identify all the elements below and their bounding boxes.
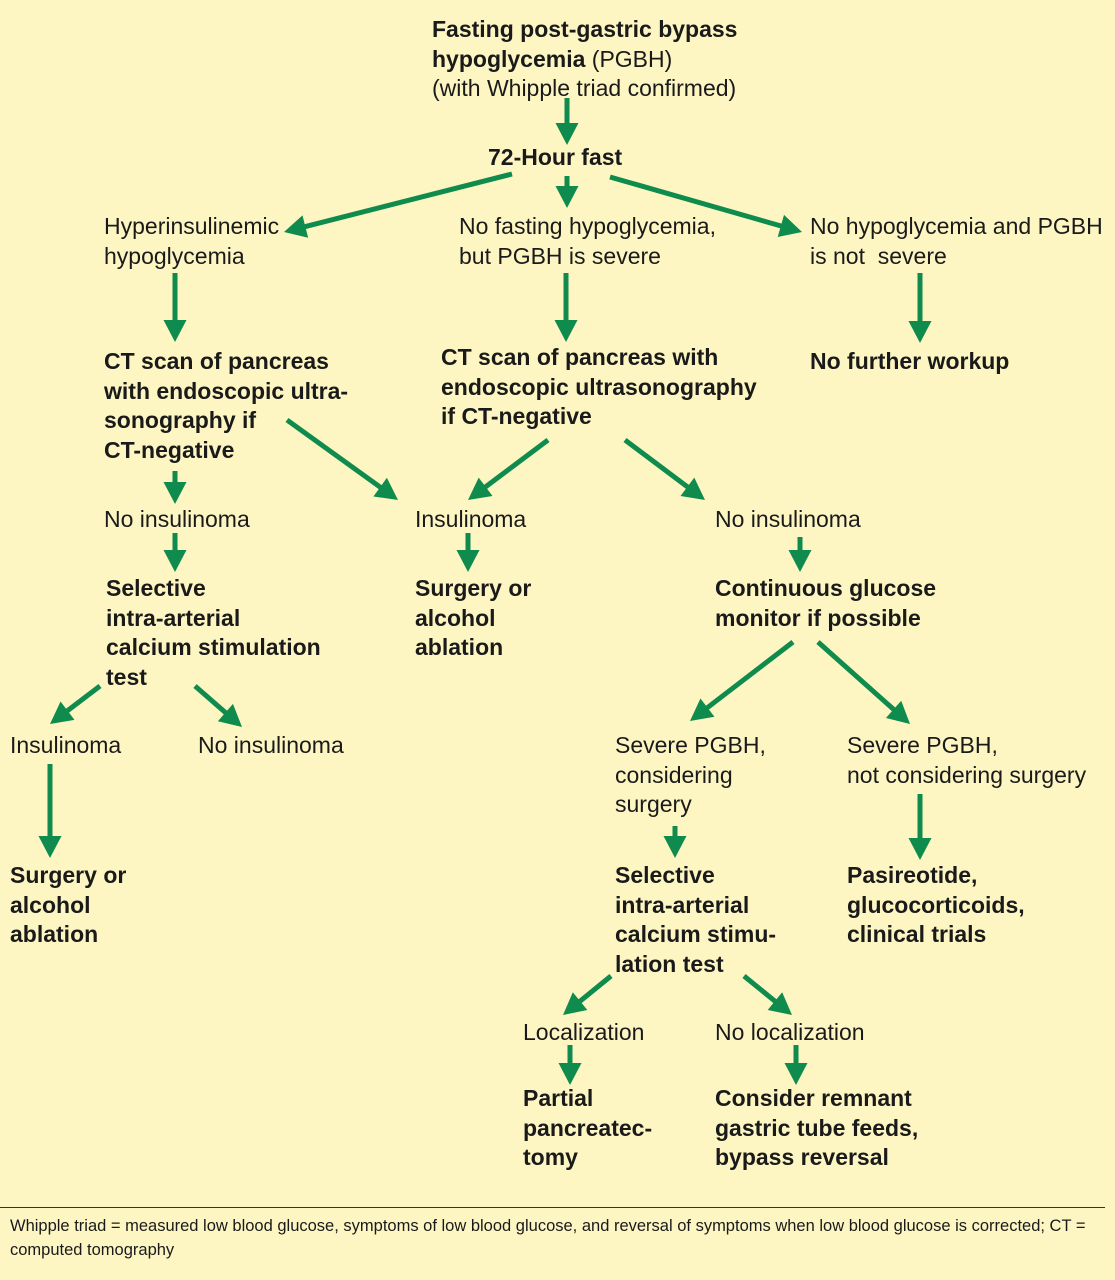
arrow-insulinoma-to-surgery-left: [38, 764, 62, 858]
arrow-no-hypo-to-no-further: [908, 273, 932, 343]
node-ct-scan-middle: CT scan of pancreas with endoscopic ultr…: [441, 344, 757, 429]
node-no-fasting-hypoglycemia: No fasting hypoglycemia, but PGBH is sev…: [459, 213, 716, 269]
arrow-sacst-to-no-localization: [742, 974, 792, 1015]
title-rest: (PGBH) (with Whipple triad confirmed): [432, 45, 737, 102]
arrow-no-insulinoma-to-cgm: [788, 537, 812, 572]
node-partial-pancreatectomy: Partial pancreatec- tomy: [523, 1085, 653, 1170]
node-no-localization: No localization: [715, 1019, 865, 1045]
node-surgery-middle: Surgery or alcohol ablation: [415, 575, 532, 660]
arrow-sacst-to-insulinoma: [50, 684, 102, 724]
arrow-severe-no-surgery-to-pasireotide: [908, 794, 932, 860]
arrow-sacst-to-localization: [563, 974, 613, 1015]
arrow-fast-to-no-hypo: [609, 174, 802, 237]
node-ct-scan-left: CT scan of pancreas with endoscopic ultr…: [104, 348, 349, 463]
node-insulinoma-middle: Insulinoma: [415, 506, 527, 532]
node-no-insulinoma-left-2: No insulinoma: [198, 732, 344, 758]
arrow-no-fasting-to-ct: [554, 273, 578, 342]
arrow-ct-left-to-insulinoma: [285, 417, 398, 500]
arrow-sacst-to-no-insulinoma: [193, 684, 242, 727]
arrow-title-to-fast: [555, 98, 579, 145]
arrow-cgm-to-severe-no-surgery: [816, 640, 910, 724]
footnote-divider: [0, 1207, 1105, 1208]
node-severe-not-considering-surgery: Severe PGBH, not considering surgery: [847, 732, 1087, 788]
arrow-ct-left-to-no-insulinoma: [163, 471, 187, 504]
node-surgery-left: Surgery or alcohol ablation: [10, 862, 127, 947]
title-bold: Fasting post-gastric bypass hypoglycemia: [432, 16, 738, 72]
arrow-ct-mid-to-insulinoma: [468, 438, 550, 500]
arrow-ct-mid-to-no-insulinoma: [623, 438, 705, 500]
node-sacst-right: Selective intra-arterial calcium stimu- …: [615, 862, 777, 977]
node-no-insulinoma-right: No insulinoma: [715, 506, 861, 532]
arrow-cgm-to-severe-surgery: [690, 640, 795, 721]
node-hyperinsulinemic: Hyperinsulinemic hypoglycemia: [104, 213, 280, 269]
node-pasireotide: Pasireotide, glucocorticoids, clinical t…: [847, 862, 1025, 947]
footnote: Whipple triad = measured low blood gluco…: [10, 1217, 1086, 1259]
node-continuous-glucose-monitor: Continuous glucose monitor if possible: [715, 575, 937, 631]
arrow-no-insulinoma-to-sacst: [163, 533, 187, 572]
arrow-no-localization-to-remnant: [784, 1045, 808, 1085]
node-localization: Localization: [523, 1019, 645, 1045]
arrow-fast-to-no-fasting: [555, 176, 579, 208]
node-consider-remnant: Consider remnant gastric tube feeds, byp…: [715, 1085, 919, 1170]
node-insulinoma-left: Insulinoma: [10, 732, 122, 758]
node-no-further-workup: No further workup: [810, 348, 1010, 374]
arrow-fast-to-hyperinsulinemic: [284, 171, 513, 238]
node-no-hypoglycemia-not-severe: No hypoglycemia and PGBH is not severe: [810, 213, 1103, 269]
title-node: Fasting post-gastric bypass hypoglycemia…: [432, 15, 737, 104]
node-no-insulinoma-left: No insulinoma: [104, 506, 250, 532]
arrow-insulinoma-to-surgery: [456, 533, 480, 572]
node-72-hour-fast: 72-Hour fast: [488, 144, 623, 170]
arrow-localization-to-partial: [558, 1045, 582, 1085]
arrow-hyperinsulinemic-to-ct: [163, 273, 187, 342]
node-severe-considering-surgery: Severe PGBH, considering surgery: [615, 732, 766, 817]
arrow-severe-surgery-to-sacst: [663, 826, 687, 858]
node-sacst-left: Selective intra-arterial calcium stimula…: [106, 575, 321, 690]
